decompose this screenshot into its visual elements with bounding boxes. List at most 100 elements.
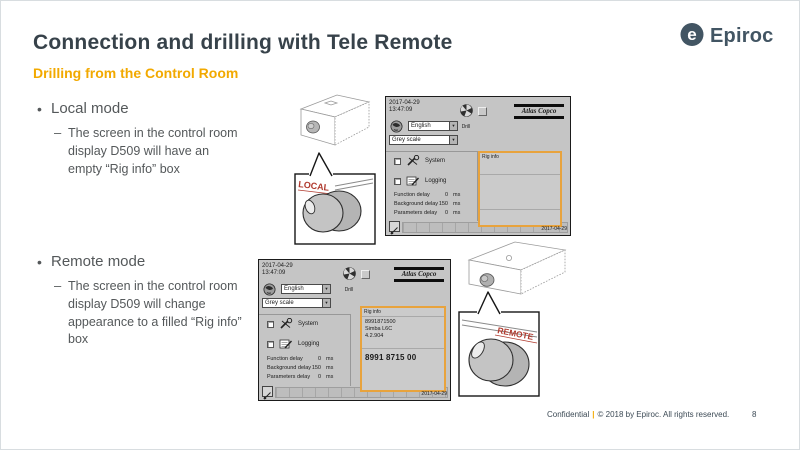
callout-pointer <box>477 291 501 315</box>
logging-icon <box>406 176 420 186</box>
bullet-remote-mode: Remote mode <box>51 253 146 270</box>
delay-label: Function delay <box>267 356 303 362</box>
atlas-copco-text: Atlas Copco <box>401 270 437 278</box>
center-mode-label: Drill <box>344 287 354 293</box>
epiroc-logo-text: Epiroc <box>710 25 774 47</box>
callout-pointer <box>309 152 333 177</box>
chevron-down-icon: ▼ <box>322 299 330 307</box>
epiroc-logo-icon: e <box>679 21 705 52</box>
color-scheme-dropdown[interactable]: Grey scale ▼ <box>389 135 458 145</box>
system-checkbox[interactable] <box>267 320 274 328</box>
footer: Confidential|© 2018 by Epiroc. All right… <box>547 410 729 419</box>
system-checkbox[interactable] <box>394 157 401 165</box>
delay-label: Background delay <box>267 365 312 371</box>
edit-icon[interactable] <box>262 386 273 400</box>
delay-value: 150 <box>311 365 321 371</box>
epiroc-logo: e Epiroc <box>679 21 773 52</box>
wrench-icon <box>280 318 293 329</box>
delay-value: 0 <box>317 356 321 362</box>
control-box-drawing <box>467 241 567 295</box>
color-scheme-value: Grey scale <box>392 137 421 143</box>
rig-info-box-filled: Rig info 8991871500 Simba L6C 4.2.904 89… <box>360 306 446 392</box>
delay-value: 150 <box>438 201 448 207</box>
logging-label: Logging <box>298 341 320 347</box>
system-checkbox-row: System <box>267 318 318 330</box>
gear-icon <box>459 104 473 117</box>
color-scheme-dropdown[interactable]: Grey scale ▼ <box>262 298 331 308</box>
footer-confidential: Confidential <box>547 410 590 419</box>
atlas-copco-logo: Atlas Copco <box>514 104 564 119</box>
status-date: 2017-04-29 <box>421 391 447 397</box>
bullet-remote-mode-text: The screen in the control room display D… <box>68 279 242 347</box>
footer-separator: | <box>592 410 595 419</box>
logging-checkbox-row: Logging <box>394 175 446 187</box>
delay-row: Parameters delay 0 ms <box>267 374 333 380</box>
screen-datetime: 2017-04-29 13:47:09 <box>389 100 420 114</box>
logging-label: Logging <box>425 178 447 184</box>
logging-checkbox[interactable] <box>394 177 401 185</box>
delay-value: 0 <box>444 192 448 198</box>
footer-copyright: © 2018 by Epiroc. All rights reserved. <box>597 410 730 419</box>
logging-icon <box>279 339 293 349</box>
logging-checkbox-row: Logging <box>267 338 319 350</box>
settings-panel <box>259 314 351 386</box>
center-mode-item: Drill <box>448 103 484 130</box>
control-box-drawing <box>299 94 371 146</box>
delay-row: Function delay 0 ms <box>394 192 460 198</box>
globe-icon <box>390 120 403 138</box>
knob-local-drawing <box>302 190 362 233</box>
page-subtitle: Drilling from the Control Room <box>33 65 239 81</box>
mode-button[interactable] <box>478 107 487 116</box>
rig-info-header: Rig info <box>482 154 499 160</box>
delay-unit: ms <box>326 374 334 380</box>
language-value: English <box>284 286 304 292</box>
chevron-down-icon: ▼ <box>322 285 330 293</box>
mode-button[interactable] <box>361 270 370 279</box>
screen-date: 2017-04-29 <box>262 263 293 269</box>
sub-bullet-marker: – <box>54 278 62 293</box>
globe-icon <box>263 283 276 301</box>
sub-bullet-marker: – <box>54 125 62 140</box>
delay-unit: ms <box>453 210 461 216</box>
rig-info-line: 4.2.904 <box>365 333 384 339</box>
knob-remote-drawing <box>468 338 530 387</box>
delay-label: Function delay <box>394 192 430 198</box>
language-dropdown[interactable]: English ▼ <box>408 121 458 131</box>
rig-info-line: 8991871500 <box>365 319 396 325</box>
delay-unit: ms <box>453 192 461 198</box>
language-dropdown[interactable]: English ▼ <box>281 284 331 294</box>
center-mode-item: Drill <box>331 266 367 293</box>
bullet-marker: • <box>37 101 42 117</box>
rig-info-box-empty: Rig info <box>478 151 562 227</box>
bullet-marker: • <box>37 254 42 270</box>
atlas-copco-text: Atlas Copco <box>521 107 557 115</box>
local-selector-figure: LOCAL <box>294 94 376 245</box>
settings-panel <box>386 151 478 221</box>
logging-checkbox[interactable] <box>267 340 274 348</box>
delay-label: Parameters delay <box>267 374 311 380</box>
color-scheme-value: Grey scale <box>265 300 294 306</box>
local-position-label: LOCAL <box>298 179 330 193</box>
center-mode-label: Drill <box>461 124 471 130</box>
system-label: System <box>425 158 446 164</box>
rig-info-product-number: 8991 8715 00 <box>365 353 417 362</box>
delay-value: 0 <box>317 374 321 380</box>
wrench-icon <box>407 155 420 166</box>
svg-text:e: e <box>687 25 696 44</box>
screen-date: 2017-04-29 <box>389 100 420 106</box>
edit-icon[interactable] <box>389 221 400 235</box>
remote-selector-figure: REMOTE <box>458 241 567 397</box>
bullet-local-mode-text: The screen in the control room display D… <box>68 126 238 176</box>
d509-screen-remote: 2017-04-29 13:47:09 English ▼ Grey scale… <box>258 259 451 401</box>
system-label: System <box>298 321 319 327</box>
atlas-copco-logo: Atlas Copco <box>394 267 444 282</box>
language-value: English <box>411 123 431 129</box>
delay-label: Background delay <box>394 201 439 207</box>
page-title: Connection and drilling with Tele Remote <box>33 31 453 54</box>
d509-screen-local: 2017-04-29 13:47:09 English ▼ Grey scale… <box>385 96 571 236</box>
